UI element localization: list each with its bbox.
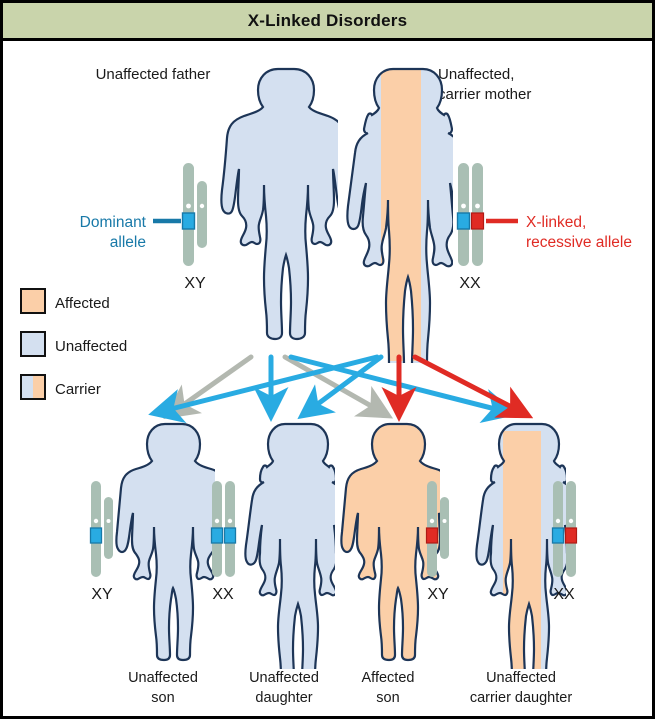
unaffected-son-chromosomes: XY xyxy=(89,481,113,603)
dominant-allele-label-line-1: Dominant xyxy=(80,214,147,231)
carrier-daughter-label-line-1: Unaffected xyxy=(486,670,556,686)
unaffected-daughter-figure xyxy=(244,422,335,669)
unaffected-daughter-label-line-1: Unaffected xyxy=(249,670,319,686)
page-title: X-Linked Disorders xyxy=(247,10,408,30)
carrier-daughter-karyotype: XX xyxy=(553,586,575,603)
unaffected-son-label-line-1: Unaffected xyxy=(128,670,198,686)
affected-son-figure xyxy=(340,422,440,662)
legend-label-unaffected: Unaffected xyxy=(55,338,127,355)
child-unaffected-carrier-daughter: XX Unaffected carrier daughter xyxy=(470,422,578,706)
callout-dominant-allele: Dominant allele xyxy=(80,214,181,251)
legend-label-carrier: Carrier xyxy=(55,381,101,398)
legend-item-affected: Affected xyxy=(20,288,110,314)
legend-swatch-carrier xyxy=(20,374,46,400)
carrier-daughter-dominant-allele-band xyxy=(551,527,565,544)
affected-son-karyotype: XY xyxy=(427,586,449,603)
inheritance-arrows xyxy=(148,354,534,424)
legend-item-unaffected: Unaffected xyxy=(20,331,127,357)
unaffected-daughter-chromosomes: XX xyxy=(210,481,237,603)
legend-label-affected: Affected xyxy=(55,295,110,312)
carrier-daughter-label-line-2: carrier daughter xyxy=(470,690,573,706)
arrow-father-y-to-affected-son xyxy=(282,354,394,419)
affected-son-label-line-2: son xyxy=(376,690,399,706)
child-unaffected-daughter: XX Unaffected daughter xyxy=(210,422,335,706)
father-figure xyxy=(220,67,338,341)
affected-son-label-line-1: Affected xyxy=(362,670,415,686)
legend-item-carrier: Carrier xyxy=(20,374,101,400)
legend: Affected Unaffected Carrier xyxy=(20,288,127,400)
unaffected-son-karyotype: XY xyxy=(91,586,113,603)
carrier-daughter-recessive-allele-band xyxy=(564,527,578,544)
father-label-line-1: Unaffected father xyxy=(96,66,211,83)
unaffected-son-label-line-2: son xyxy=(151,690,174,706)
affected-son-chromosomes: XY xyxy=(425,481,449,603)
legend-swatch-unaffected xyxy=(20,331,46,357)
mother-dominant-allele-band xyxy=(456,212,471,230)
unaffected-daughter-karyotype: XX xyxy=(212,586,234,603)
mother-karyotype: XX xyxy=(459,275,481,292)
carrier-daughter-figure xyxy=(475,422,566,669)
arrow-mother-x-dominant-to-unaffected-daughter xyxy=(297,354,384,420)
carrier-daughter-chromosomes: XX xyxy=(551,481,578,603)
diagram-canvas: Unaffected father XY Dominant allele xyxy=(20,66,632,706)
unaffected-daughter-dominant-allele-band-2 xyxy=(223,527,237,544)
mother-label-line-1: Unaffected, xyxy=(438,66,514,83)
child-unaffected-son: XY Unaffected son xyxy=(89,422,215,706)
figure-title-bar: X-Linked Disorders xyxy=(3,3,652,41)
father-karyotype: XY xyxy=(184,275,206,292)
father-dominant-allele-band xyxy=(181,212,196,230)
unaffected-son-dominant-allele-band xyxy=(89,527,103,544)
dominant-allele-label-line-2: allele xyxy=(110,234,146,251)
unaffected-daughter-label-line-2: daughter xyxy=(255,690,312,706)
mother-label-line-2: carrier mother xyxy=(438,86,531,103)
legend-swatch-affected xyxy=(20,288,46,314)
arrow-mother-x-recessive-to-carrier-daughter xyxy=(412,354,534,419)
unaffected-daughter-dominant-allele-band-1 xyxy=(210,527,224,544)
mother-chromosomes: XX xyxy=(456,163,485,292)
recessive-allele-label-line-2: recessive allele xyxy=(526,234,632,251)
recessive-allele-label-line-1: X-linked, xyxy=(526,214,586,231)
mother-recessive-allele-band xyxy=(470,212,485,230)
callout-recessive-allele: X-linked, recessive allele xyxy=(486,214,632,251)
mother-figure xyxy=(346,67,453,363)
affected-son-recessive-allele-band xyxy=(425,527,439,544)
father-chromosomes: XY xyxy=(181,163,207,292)
parent-mother: Unaffected, carrier mother XX xyxy=(346,66,632,363)
arrow-mother-x-dominant-to-unaffected-son xyxy=(148,354,380,424)
child-affected-son: XY Affected son xyxy=(340,422,449,706)
parent-father: Unaffected father XY Dominant allele xyxy=(80,66,338,341)
